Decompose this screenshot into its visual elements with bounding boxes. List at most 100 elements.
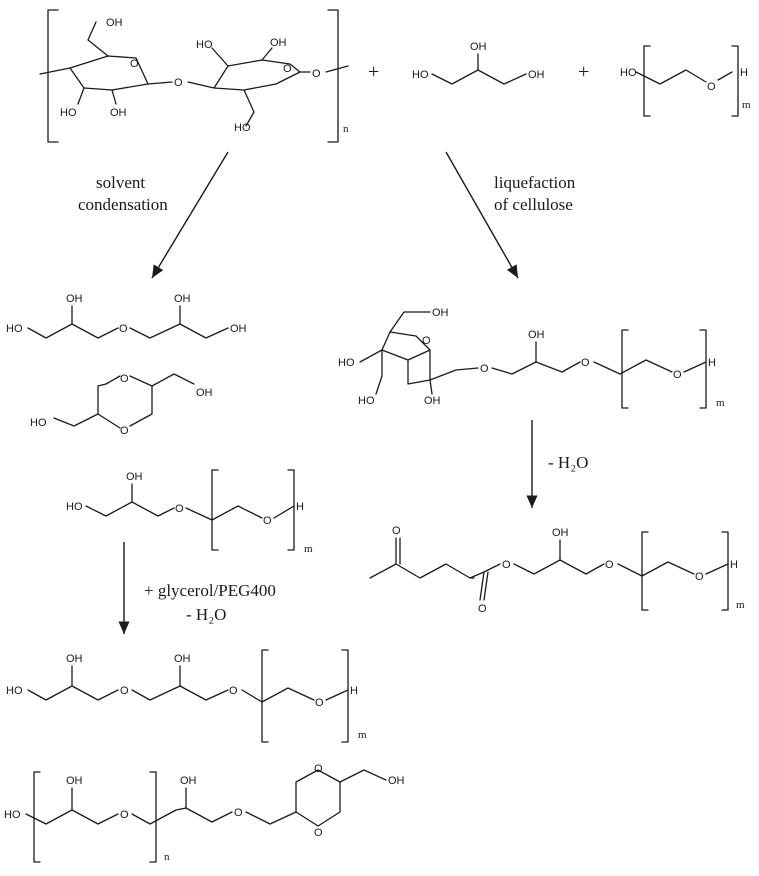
atom-label: HO (338, 357, 355, 369)
atom-label: O (315, 697, 324, 709)
atom-label: HO (196, 39, 213, 51)
atom-label: OH (180, 775, 197, 787)
atom-label: OH (66, 775, 83, 787)
atom-label: OH (230, 323, 247, 335)
bracket-right (149, 771, 157, 863)
atom-label: O (695, 571, 704, 583)
plus-sign: + (578, 61, 589, 83)
subscript-m: m (716, 397, 725, 409)
arrow-liquefaction (445, 151, 519, 279)
diglycerol-peg-structure (27, 649, 349, 743)
arrow-solvent-condensation (151, 151, 229, 279)
atom-label: O (263, 515, 272, 527)
condition-text: liquefaction (494, 173, 576, 192)
atom-label: O (120, 809, 129, 821)
levulinate-ester-structure (369, 531, 729, 611)
condition-text: + glycerol/PEG400 (144, 581, 276, 600)
peg-left-bracket (643, 45, 651, 117)
peg-structure (635, 45, 739, 117)
atom-label: OH (388, 775, 405, 787)
cellulose-structure (39, 9, 349, 143)
atom-label: OH (66, 653, 83, 665)
glycerol-peg-ether-structure (85, 469, 295, 551)
atom-label: OH (432, 307, 449, 319)
atom-label: O (480, 363, 489, 375)
atom-label: O (392, 525, 401, 537)
condition-text: - H₂O (548, 453, 588, 472)
glycerol-structure (431, 53, 527, 85)
atom-label: OH (528, 329, 545, 341)
atom-label: OH (110, 107, 127, 119)
bracket-right (721, 531, 729, 611)
atom-label: O (581, 357, 590, 369)
atom-label: HO (620, 67, 637, 79)
atom-label: O (673, 369, 682, 381)
cyclic-diglycerol-structure (53, 373, 195, 429)
atom-label: OH (424, 395, 441, 407)
atom-label: O (234, 807, 243, 819)
plus-sign: + (368, 61, 379, 83)
subscript-n: n (343, 123, 349, 135)
atom-label: O (605, 559, 614, 571)
atom-label: O (120, 685, 129, 697)
atom-label: O (174, 77, 183, 89)
bracket-right (287, 469, 295, 551)
atom-label: O (312, 68, 321, 80)
atom-label: O (175, 503, 184, 515)
atom-label: HO (30, 417, 47, 429)
bracket-left (621, 329, 629, 409)
atom-label: HO (4, 809, 21, 821)
condition-text: condensation (78, 195, 168, 214)
atom-label: O (707, 81, 716, 93)
atom-label: O (283, 63, 292, 75)
atom-label: O (502, 559, 511, 571)
bracket-right (341, 649, 349, 743)
bracket-right (699, 329, 707, 409)
atom-label: O (478, 603, 487, 615)
atom-label: HO (6, 323, 23, 335)
atom-label: OH (552, 527, 569, 539)
atom-label: O (422, 335, 431, 347)
diglycerol-structure (27, 305, 229, 339)
condition-text: of cellulose (494, 195, 573, 214)
atom-label: OH (174, 293, 191, 305)
atom-label: H (350, 685, 358, 697)
cellulose-right-bracket (327, 9, 339, 143)
atom-label: O (314, 827, 323, 839)
glucoside-peg-structure (359, 311, 707, 409)
atom-label: HO (60, 107, 77, 119)
bracket-left (641, 531, 649, 611)
bracket-left (261, 649, 269, 743)
condition-text: solvent (96, 173, 145, 192)
atom-label: H (296, 501, 304, 513)
atom-label: HO (358, 395, 375, 407)
peg-right-bracket (731, 45, 739, 117)
atom-label: HO (412, 69, 429, 81)
atom-label: O (229, 685, 238, 697)
subscript-m: m (742, 99, 751, 111)
subscript-n: n (164, 851, 170, 863)
polyglycerol-dioxane-structure (25, 769, 387, 863)
cellulose-left-bracket (47, 9, 59, 143)
atom-label: OH (196, 387, 213, 399)
subscript-m: m (304, 543, 313, 555)
atom-label: OH (106, 17, 123, 29)
atom-label: H (730, 559, 738, 571)
atom-label: O (120, 425, 129, 437)
atom-label: OH (270, 37, 287, 49)
atom-label: O (314, 763, 323, 775)
atom-label: H (740, 67, 748, 79)
condition-text: - H₂O (186, 605, 226, 624)
atom-label: O (119, 323, 128, 335)
atom-label: HO (66, 501, 83, 513)
atom-label: OH (66, 293, 83, 305)
atom-label: H (708, 357, 716, 369)
atom-label: OH (126, 471, 143, 483)
atom-label: OH (528, 69, 545, 81)
atom-label: OH (470, 41, 487, 53)
bracket-left (211, 469, 219, 551)
atom-label: OH (174, 653, 191, 665)
subscript-m: m (736, 599, 745, 611)
atom-label: O (120, 373, 129, 385)
